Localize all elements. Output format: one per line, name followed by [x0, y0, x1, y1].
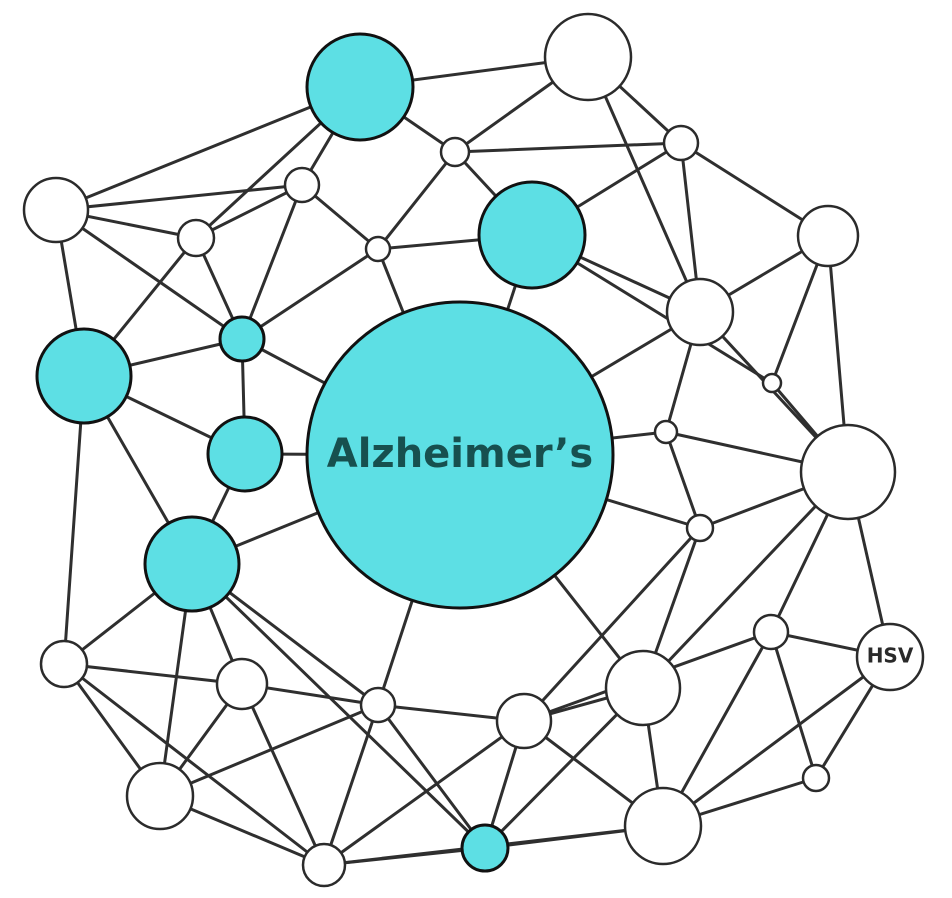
- edge-w_c-w_d: [376, 150, 457, 251]
- node-w-j: [799, 423, 897, 521]
- node-w-u: [801, 763, 831, 793]
- node-w-d: [364, 235, 392, 263]
- edge-w_k-w_n: [522, 526, 702, 723]
- node-w-l: [752, 613, 790, 651]
- alzheimers-label: Alzheimer’s: [327, 431, 593, 477]
- node-w-i: [653, 419, 679, 445]
- edge-w_o-w_r: [158, 703, 380, 798]
- edge-w_o-w_s: [322, 703, 380, 867]
- node-w-t: [623, 786, 703, 866]
- edge-hsv-w_t: [661, 655, 892, 828]
- edge-w_i-w_k: [664, 430, 702, 530]
- node-w-o: [359, 686, 397, 724]
- edge-w_n-w_s: [322, 719, 526, 867]
- node-w-a: [176, 218, 216, 258]
- node-w-h: [761, 372, 783, 394]
- node-w-f: [796, 204, 860, 268]
- node-w-n: [495, 692, 553, 750]
- node-w-q: [39, 639, 89, 689]
- node-t2: [477, 180, 587, 290]
- node-w-g: [665, 277, 735, 347]
- edge-t7-t6: [190, 562, 487, 850]
- edge-w_tl-w_b: [54, 183, 304, 212]
- edge-t7-w_o: [376, 703, 487, 850]
- node-w-c: [439, 136, 471, 168]
- node-w-top: [543, 12, 633, 102]
- edge-w_q-w_p: [62, 662, 244, 686]
- node-w-p: [215, 657, 269, 711]
- nodes-layer: [22, 12, 925, 888]
- node-w-k: [685, 513, 715, 543]
- edge-w_e-w_c: [453, 141, 683, 154]
- node-t5: [206, 415, 284, 493]
- node-w-m: [604, 649, 682, 727]
- edge-w_tl-t4: [54, 208, 244, 341]
- hsv-label: HSV: [867, 644, 914, 668]
- edge-w_tl-t1: [54, 85, 362, 212]
- node-t4: [218, 315, 266, 363]
- node-w-e: [662, 124, 700, 162]
- edge-w_b-t4: [240, 183, 304, 341]
- edge-w_j-w_m: [641, 470, 850, 690]
- node-hsv: [855, 622, 925, 692]
- edge-w_top-w_g: [586, 55, 702, 314]
- edge-w_q-w_s: [62, 662, 326, 867]
- edge-w_l-w_u: [769, 630, 818, 780]
- edge-w_p-w_s: [240, 682, 326, 867]
- node-t3: [35, 327, 133, 425]
- node-w-r: [125, 761, 195, 831]
- node-t1: [305, 32, 415, 142]
- node-alzheimers: [305, 300, 615, 610]
- node-w-s: [301, 842, 347, 888]
- node-t6: [143, 515, 241, 613]
- node-w-b: [283, 166, 321, 204]
- edge-w_d-t4: [240, 247, 380, 341]
- edge-w_b-w_a: [194, 183, 304, 240]
- node-t7: [460, 823, 510, 873]
- node-w-tl: [22, 176, 90, 244]
